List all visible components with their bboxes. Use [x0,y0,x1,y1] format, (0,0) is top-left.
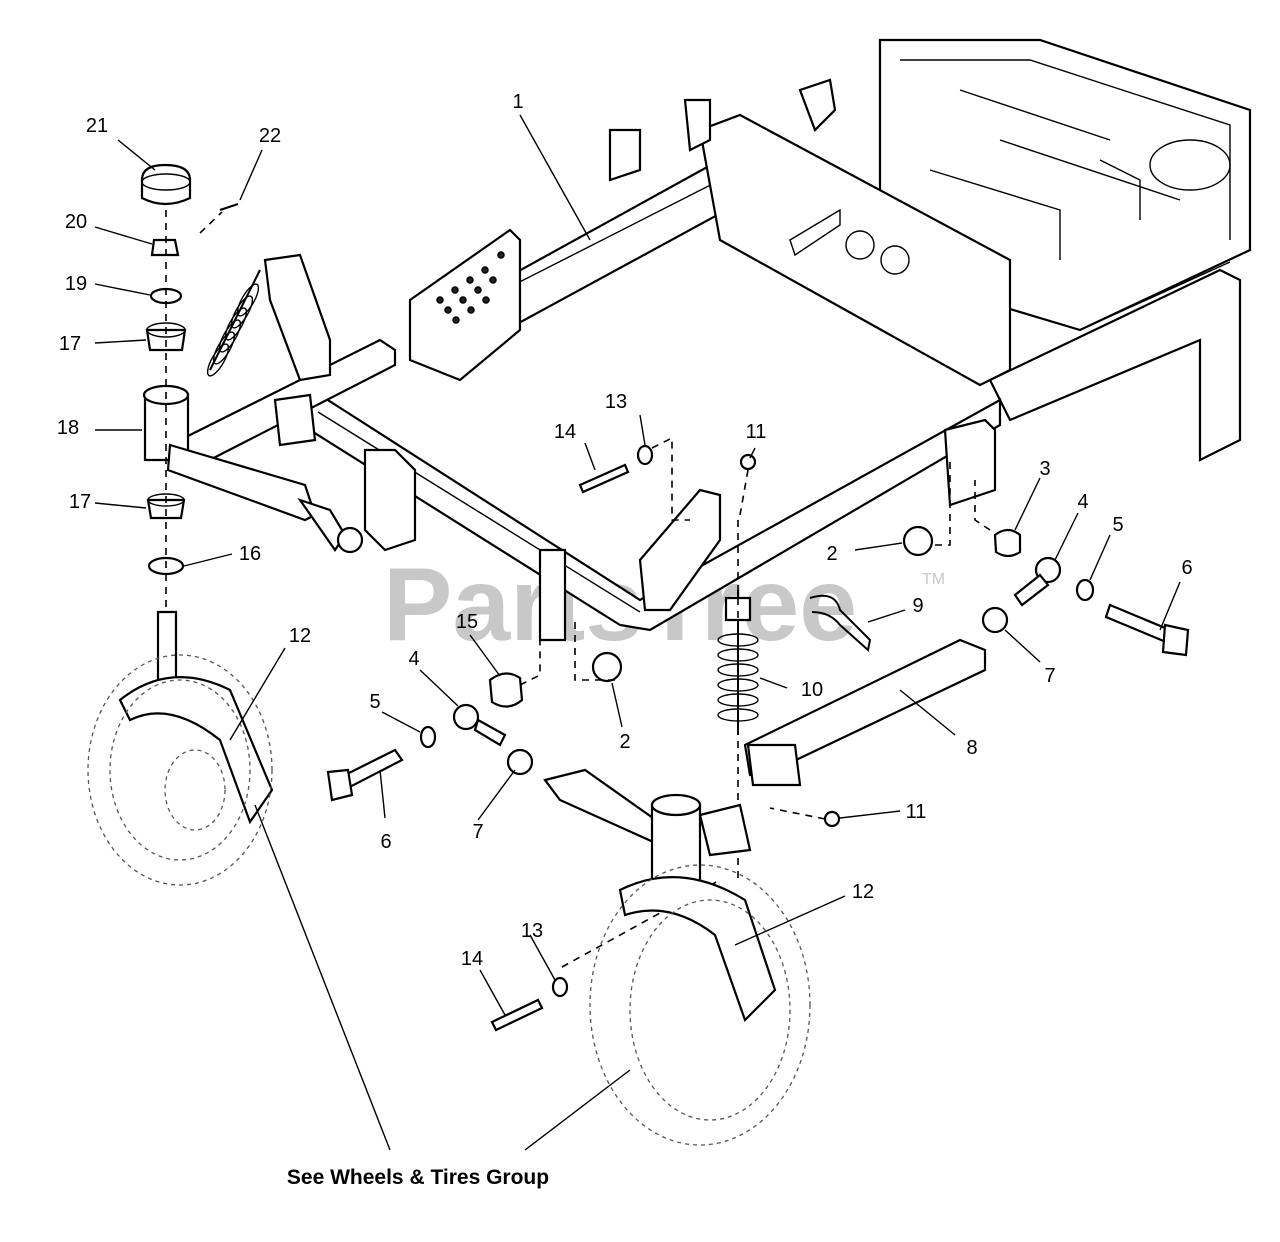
callout-4b: 4 [408,648,419,670]
callout-8: 8 [966,737,977,759]
callout-19: 19 [65,273,87,295]
callout-17b: 17 [69,491,91,513]
watermark-trademark: TM [922,571,945,588]
callout-11b: 11 [906,801,927,823]
callout-1: 1 [512,91,523,113]
callout-6a: 6 [1181,557,1192,579]
callout-6b: 6 [380,831,391,853]
left-caster-assembly [87,163,364,886]
callout-7b: 7 [472,821,483,843]
chassis-frame [178,38,1252,642]
callout-17a: 17 [59,333,81,355]
callout-labels: 1 2 2 2 3 4 4 5 5 6 6 7 7 8 9 10 11 11 1… [57,91,1193,970]
callout-13b: 13 [521,920,543,942]
leader-lines [94,114,1181,1151]
callout-12b: 12 [852,881,874,903]
callout-14b: 14 [461,948,483,970]
callout-3: 3 [1039,458,1050,480]
callout-22: 22 [259,125,281,147]
callout-9: 9 [912,595,923,617]
callout-15: 15 [456,611,478,633]
callout-21: 21 [86,115,108,137]
callout-10: 10 [801,679,823,701]
callout-14a: 14 [554,421,576,443]
callout-7a: 7 [1044,665,1055,687]
caption-wheels-tires: See Wheels & Tires Group [287,1166,549,1189]
callout-12a: 12 [289,625,311,647]
lower-hardware [326,436,1190,968]
callout-16: 16 [239,543,261,565]
callout-4a: 4 [1077,491,1088,513]
callout-18: 18 [57,417,79,439]
callout-11a: 11 [746,421,767,443]
left-shock-absorber [206,269,261,377]
callout-13a: 13 [605,391,627,413]
callout-2b: 2 [619,731,630,753]
callout-2a: 2 [826,543,837,565]
callout-5a: 5 [1112,514,1123,536]
callout-20: 20 [65,211,87,233]
callout-5b: 5 [369,691,380,713]
right-caster-assembly [490,768,811,1146]
